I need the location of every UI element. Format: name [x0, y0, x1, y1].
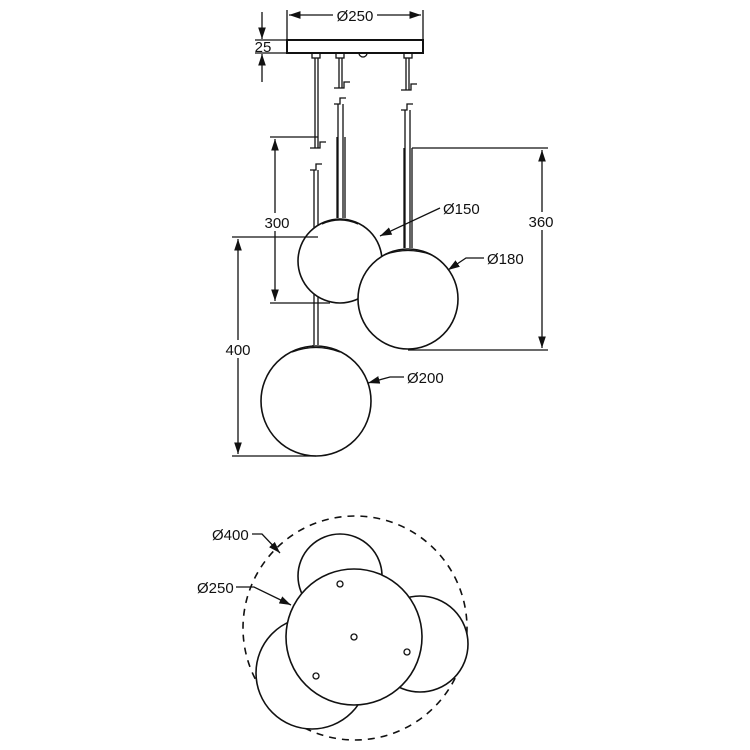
globe-150-label: Ø150 — [443, 201, 480, 218]
plan-outer-label: Ø400 — [212, 527, 249, 544]
dimension-300: 300 — [258, 136, 330, 304]
drop-400-label: 400 — [225, 342, 250, 359]
drop-300-label: 300 — [264, 215, 289, 232]
canopy-diameter-label: Ø250 — [337, 8, 374, 25]
outer-diameter-circle — [242, 515, 468, 741]
canopy-height-label: 25 — [255, 39, 272, 56]
globe-180 — [357, 248, 459, 350]
globe-180-label: Ø180 — [487, 251, 524, 268]
canopy-side-view: Ø250 25 — [255, 8, 424, 82]
canopy-plan-circle — [285, 568, 423, 706]
globe-200-label: Ø200 — [407, 370, 444, 387]
dimension-400: 400 — [221, 236, 318, 457]
plan-view: Ø400 Ø250 — [197, 515, 469, 741]
globe-200 — [260, 345, 372, 457]
dimension-360: 360 — [408, 147, 561, 351]
drop-360-label: 360 — [528, 214, 553, 231]
plan-canopy-label: Ø250 — [197, 580, 234, 597]
